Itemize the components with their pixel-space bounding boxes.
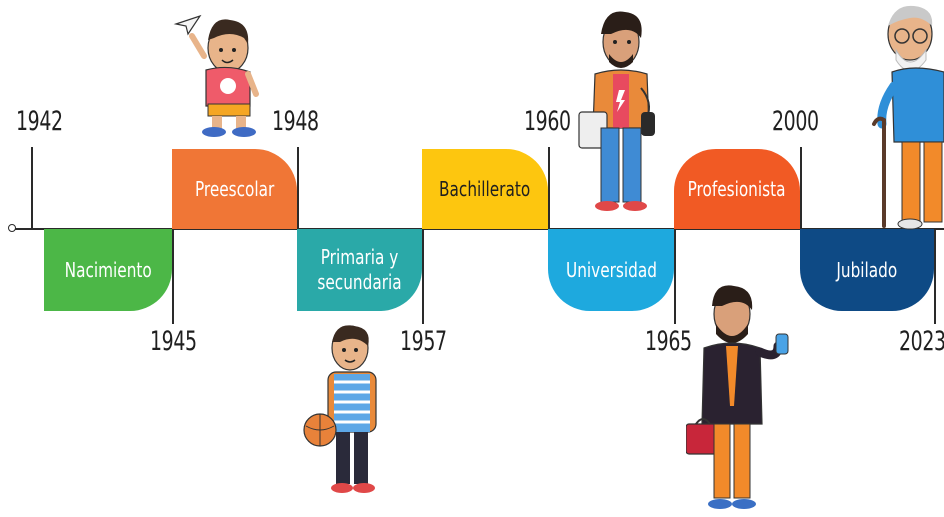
year-label: 2023: [899, 326, 944, 357]
stage-label: Preescolar: [194, 176, 275, 201]
year-label: 1945: [150, 326, 197, 357]
stage-bachillerato: Bachillerato: [422, 149, 548, 229]
child-paper-plane-icon: [173, 14, 259, 137]
stage-universidad: Universidad: [548, 229, 674, 311]
tick-1945: [172, 229, 174, 324]
tick-1948: [297, 147, 299, 229]
stage-label: Profesionista: [688, 176, 786, 201]
tick-1957: [422, 229, 424, 324]
year-label: 1948: [272, 106, 319, 137]
stage-primaria-secundaria: Primaria y secundaria: [297, 229, 422, 311]
stage-jubilado: Jubilado: [800, 229, 934, 311]
stage-label: Primaria y secundaria: [317, 245, 402, 294]
year-label: 1957: [400, 326, 447, 357]
year-label: 1960: [524, 106, 571, 137]
stage-label: Bachillerato: [439, 176, 531, 201]
tick-2000: [800, 147, 802, 229]
stage-label: Universidad: [565, 257, 657, 282]
tick-1960: [548, 147, 550, 229]
timeline-axis: [14, 228, 944, 230]
stage-label: Nacimiento: [64, 257, 152, 282]
student-backpack-ball-icon: [303, 325, 377, 493]
elderly-man-cane-icon: [872, 5, 944, 230]
young-man-tablet-icon: [578, 11, 655, 211]
year-label: 2000: [772, 106, 819, 137]
stage-profesionista: Profesionista: [674, 149, 800, 229]
stage-preescolar: Preescolar: [172, 149, 297, 229]
businessman-phone-briefcase-icon: [686, 285, 789, 509]
year-label: 1942: [16, 106, 63, 137]
tick-1965: [674, 229, 676, 324]
year-label: 1965: [645, 326, 692, 357]
tick-1942: [31, 147, 33, 229]
stage-label: Jubilado: [836, 257, 898, 282]
stage-nacimiento: Nacimiento: [44, 229, 172, 311]
tick-2023: [934, 229, 936, 324]
timeline-start-marker: [8, 224, 16, 232]
